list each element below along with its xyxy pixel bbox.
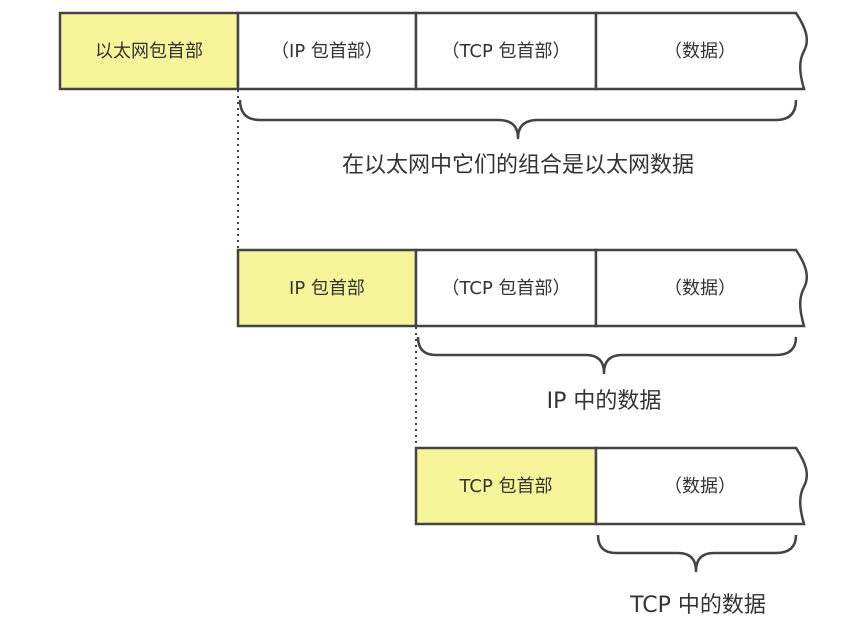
tcp-header-label: （TCP 包首部） [441, 41, 570, 62]
ip-data-brace [416, 336, 798, 375]
payload-label: （数据） [664, 41, 736, 62]
tcp-header-label: （TCP 包首部） [441, 278, 570, 299]
ip-row: IP 包首部 （TCP 包首部） （数据） IP 中的数据 [236, 248, 808, 414]
tcp-data-brace [596, 534, 798, 573]
tcp-header-cell [414, 446, 598, 526]
tcp-data-caption: TCP 中的数据 [629, 593, 766, 618]
payload-cell [594, 248, 808, 328]
ethernet-header-label: 以太网包首部 [95, 41, 203, 62]
ip-header-cell [236, 11, 418, 91]
payload-label: （数据） [664, 278, 736, 299]
tcp-header-cell [414, 11, 598, 91]
tcp-header-cell [414, 248, 598, 328]
ethernet-data-brace [238, 99, 798, 140]
payload-cell [594, 11, 808, 91]
payload-label: （数据） [664, 476, 736, 497]
ethernet-data-caption: 在以太网中它们的组合是以太网数据 [342, 153, 694, 178]
ip-header-label: （IP 包首部） [271, 41, 383, 62]
tcp-header-label: TCP 包首部 [458, 476, 552, 497]
payload-cell [594, 446, 808, 526]
ip-header-label: IP 包首部 [289, 278, 365, 299]
ethernet-header-cell [58, 11, 240, 91]
ethernet-row: 以太网包首部 （IP 包首部） （TCP 包首部） （数据） 在以太网中它们的组… [58, 11, 808, 178]
ip-header-cell [236, 248, 418, 328]
ip-data-caption: IP 中的数据 [547, 389, 662, 414]
tcp-row: TCP 包首部 （数据） TCP 中的数据 [414, 446, 808, 618]
